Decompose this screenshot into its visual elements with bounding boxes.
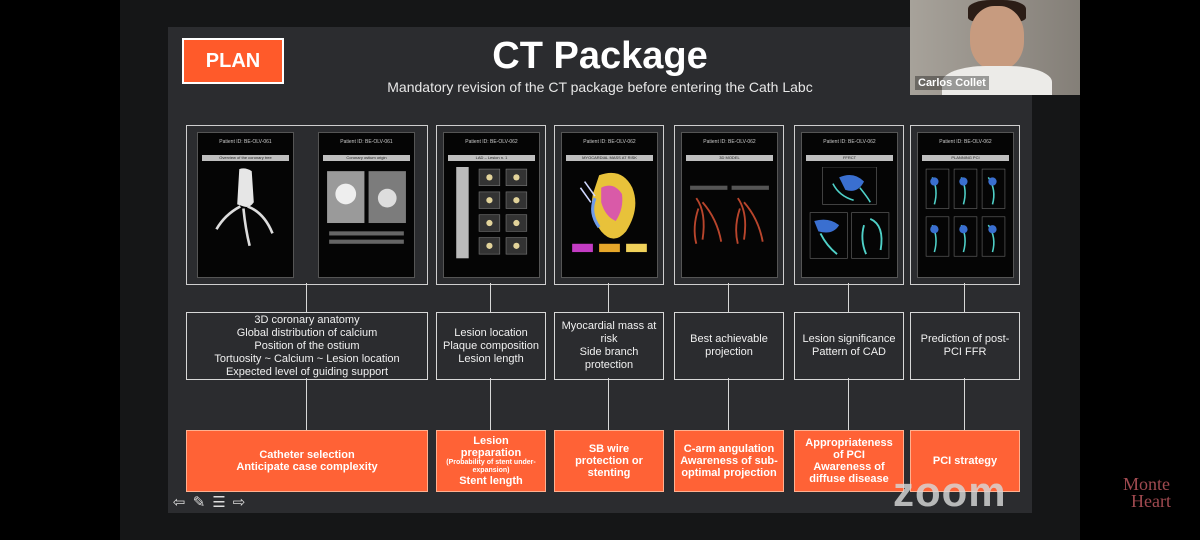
- connector-line: [848, 283, 849, 312]
- thumbnail-ffrct: Patient ID: BE-OLV-062 FFRCT: [801, 132, 898, 278]
- ffrct-render: [809, 167, 890, 259]
- arrow-right-icon[interactable]: ⇨: [232, 494, 246, 511]
- participant-name: Carlos Collet: [915, 76, 989, 90]
- monte-heart-logo: Monte Heart: [1123, 474, 1171, 511]
- plan-badge: PLAN: [182, 38, 284, 84]
- heart-model-render: [572, 172, 647, 253]
- connector-line: [490, 283, 491, 312]
- action-myocardial: SB wire protection or stenting: [554, 430, 664, 492]
- connector-line: [608, 283, 609, 312]
- description-lesion: Lesion location Plaque composition Lesio…: [436, 312, 546, 380]
- connector-line: [964, 283, 965, 312]
- planning-pci-render: [925, 168, 1006, 257]
- connector-line: [490, 378, 491, 430]
- image-card-projection: Patient ID: BE-OLV-062 3D MODEL: [674, 125, 784, 285]
- pen-icon[interactable]: ✎: [192, 494, 206, 511]
- connector-line: [306, 378, 307, 430]
- presentation-slide: PLAN CT Package Mandatory revision of th…: [168, 27, 1032, 513]
- connector-line: [728, 378, 729, 430]
- description-anatomy: 3D coronary anatomy Global distribution …: [186, 312, 428, 380]
- coronary-tree-render: [215, 168, 274, 247]
- image-card-lesion: Patient ID: BE-OLV-062 LAD – Lesion n. 1: [436, 125, 546, 285]
- action-strategy: PCI strategy: [910, 430, 1020, 492]
- thumbnail-projection: Patient ID: BE-OLV-062 3D MODEL: [681, 132, 778, 278]
- letterbox-right: [1080, 0, 1200, 540]
- menu-icon[interactable]: ☰: [212, 494, 226, 511]
- slide-subtitle: Mandatory revision of the CT package bef…: [387, 79, 813, 95]
- action-significance: Appropriateness of PCI Awareness of diff…: [794, 430, 904, 492]
- arrow-left-icon[interactable]: ⇦: [172, 494, 186, 511]
- thumbnail-overview: Patient ID: BE-OLV-061 Overview of the c…: [197, 132, 294, 278]
- plaque-cross-sections: [456, 167, 528, 259]
- description-myocardial: Myocardial mass at risk Side branch prot…: [554, 312, 664, 380]
- image-card-anatomy: Patient ID: BE-OLV-061 Overview of the c…: [186, 125, 428, 285]
- letterbox-left: [0, 0, 120, 540]
- thumbnail-myocardial: Patient ID: BE-OLV-062 MYOCARDIAL MASS A…: [561, 132, 658, 278]
- slide-title: CT Package: [492, 35, 708, 77]
- description-strategy: Prediction of post- PCI FFR: [910, 312, 1020, 380]
- image-card-myocardial: Patient ID: BE-OLV-062 MYOCARDIAL MASS A…: [554, 125, 664, 285]
- ostium-render: [327, 171, 406, 244]
- connector-line: [848, 378, 849, 430]
- thumbnail-ostium: Patient ID: BE-OLV-061 Coronary ostium o…: [318, 132, 415, 278]
- action-projection: C-arm angulation Awareness of sub- optim…: [674, 430, 784, 492]
- participant-video[interactable]: Carlos Collet: [910, 0, 1080, 95]
- connector-line: [608, 378, 609, 430]
- action-anatomy: Catheter selection Anticipate case compl…: [186, 430, 428, 492]
- action-lesion: Lesion preparation (Probability of stent…: [436, 430, 546, 492]
- presentation-toolbar: ⇦ ✎ ☰ ⇨: [170, 494, 248, 512]
- connector-line: [964, 378, 965, 430]
- participant-face: [970, 6, 1024, 70]
- zoom-watermark: zoom: [893, 468, 1007, 515]
- thumbnail-planning: Patient ID: BE-OLV-062 PLANNING PCI: [917, 132, 1014, 278]
- connector-line: [306, 283, 307, 312]
- thumbnail-lesion: Patient ID: BE-OLV-062 LAD – Lesion n. 1: [443, 132, 540, 278]
- angiographic-projection-render: [690, 185, 769, 245]
- description-significance: Lesion significance Pattern of CAD: [794, 312, 904, 380]
- description-projection: Best achievable projection: [674, 312, 784, 380]
- connector-line: [728, 283, 729, 312]
- image-card-strategy: Patient ID: BE-OLV-062 PLANNING PCI: [910, 125, 1020, 285]
- image-card-significance: Patient ID: BE-OLV-062 FFRCT: [794, 125, 904, 285]
